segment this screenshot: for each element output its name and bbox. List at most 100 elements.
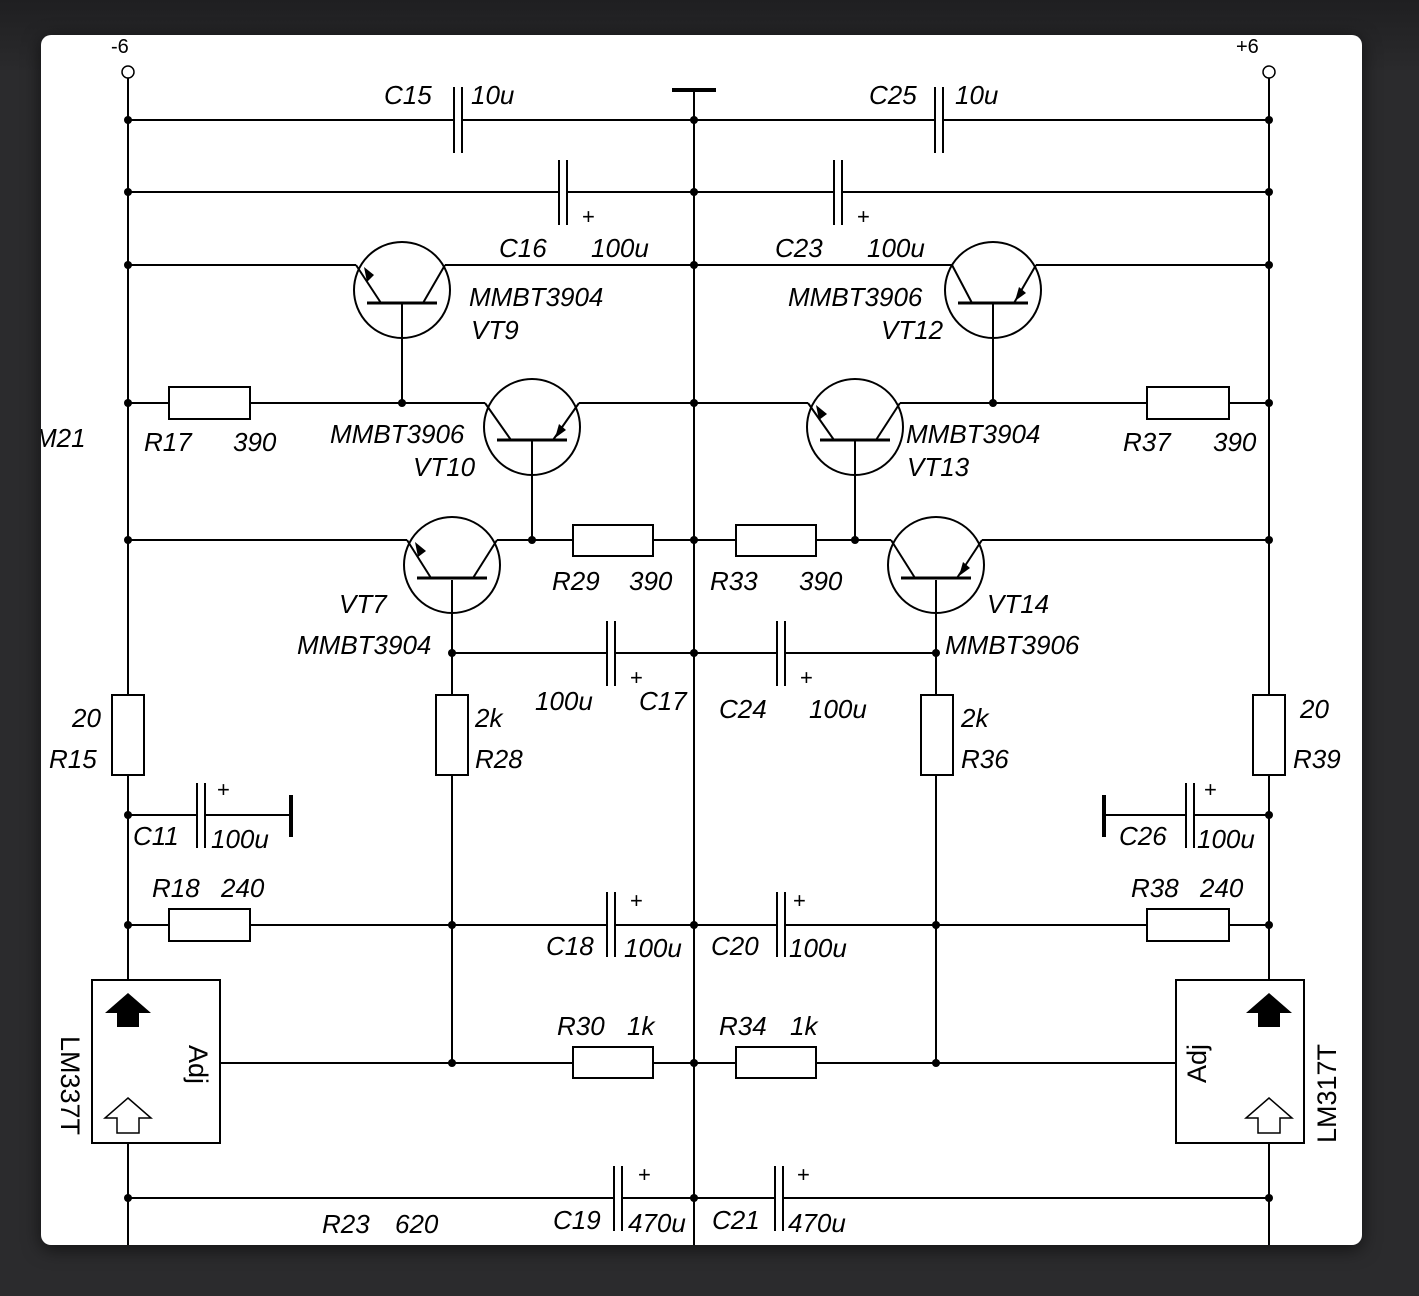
- transistor-vt9: MMBT3904 VT9: [353, 241, 603, 345]
- capacitor-c18: + C18 100u: [546, 888, 682, 963]
- label-components-c11-value: 100u: [211, 824, 269, 854]
- label-components-vt7-ref: VT7: [339, 589, 388, 619]
- capacitor-c26: + C26 100u: [1119, 777, 1255, 854]
- junction-dot: [690, 921, 698, 929]
- label-components-vt14-ref: VT14: [987, 589, 1049, 619]
- junction-dot: [989, 399, 997, 407]
- label-components-c26-value: 100u: [1197, 824, 1255, 854]
- label-components-c23-value: 100u: [867, 233, 925, 263]
- regulator-lm317t: Adj LM317T: [1175, 979, 1342, 1144]
- junction-dot: [1265, 811, 1273, 819]
- resistor-r37: R37 390: [1123, 386, 1257, 457]
- label-components-r15-value: 20: [71, 703, 101, 733]
- capacitor-c16: + C16 100u: [499, 160, 649, 263]
- transistor-vt13: MMBT3904 VT13: [806, 378, 1040, 482]
- junction-dot: [690, 1194, 698, 1202]
- resistor-r28: 2k R28: [435, 694, 523, 776]
- schematic-sheet: -6 +6 M21 C15 10u C25 10u + C16 100u + C…: [41, 35, 1362, 1245]
- junction-dot: [124, 921, 132, 929]
- junction-dot: [690, 261, 698, 269]
- resistor-r36: 2k R36: [920, 694, 1009, 776]
- label-components-u_left-part: LM337T: [55, 1036, 85, 1135]
- label-components-c21-value: 470u: [788, 1208, 846, 1238]
- label-components-r36-ref: R36: [961, 744, 1009, 774]
- resistor-r23-value: 620: [395, 1209, 439, 1239]
- label-components-c16-value: 100u: [591, 233, 649, 263]
- resistor-r39: 20 R39: [1252, 694, 1341, 776]
- resistor-r17: R17 390: [144, 386, 277, 457]
- rail-pos-terminal: +6: [1236, 36, 1276, 79]
- resistor-r34: R34 1k: [719, 1011, 819, 1079]
- label-components-r29-value: 390: [629, 566, 673, 596]
- label-components-r33-value: 390: [799, 566, 843, 596]
- junction-dot: [1265, 1194, 1273, 1202]
- label-components-vt13-part: MMBT3904: [906, 419, 1040, 449]
- label-components-vt9-part: MMBT3904: [469, 282, 603, 312]
- capacitor-c17: + 100u C17: [535, 621, 688, 716]
- transistor-vt7: VT7 MMBT3904: [297, 516, 501, 660]
- junction-dot: [932, 921, 940, 929]
- label-components-c16-ref: C16: [499, 233, 547, 263]
- label-components-c17-ref: C17: [639, 686, 688, 716]
- label-components-r28-value: 2k: [474, 703, 504, 733]
- label-components-r39-value: 20: [1299, 694, 1329, 724]
- resistor-r29: R29 390: [552, 524, 673, 596]
- label-components-c26-ref: C26: [1119, 821, 1167, 851]
- label-polarity_mark: +: [217, 777, 230, 802]
- junction-dot: [932, 1059, 940, 1067]
- label-components-r38-ref: R38: [1131, 873, 1179, 903]
- label-components-c19-value: 470u: [628, 1208, 686, 1238]
- junction-dot: [1265, 188, 1273, 196]
- label-components-r33-ref: R33: [710, 566, 758, 596]
- wires: [127, 77, 1270, 1245]
- label-polarity_mark: +: [1204, 777, 1217, 802]
- label-components-r17-ref: R17: [144, 427, 193, 457]
- junction-dot: [690, 536, 698, 544]
- capacitor-c15: C15 10u: [384, 80, 514, 153]
- label-components-c18-value: 100u: [624, 933, 682, 963]
- rail-pos-label: +6: [1236, 36, 1259, 58]
- label-components-vt7-part: MMBT3904: [297, 630, 431, 660]
- label-components-vt9-ref: VT9: [471, 315, 519, 345]
- junction-dot: [690, 116, 698, 124]
- label-components-r34-value: 1k: [790, 1011, 819, 1041]
- label-components-r38-value: 240: [1199, 873, 1244, 903]
- label-components-c17-value: 100u: [535, 686, 593, 716]
- transistor-vt14: VT14 MMBT3906: [887, 516, 1080, 660]
- label-components-c15-value: 10u: [471, 80, 514, 110]
- junction-dot: [851, 536, 859, 544]
- label-polarity_mark: +: [793, 888, 806, 913]
- capacitor-c21: + C21 470u: [712, 1162, 846, 1238]
- label-components-r18-value: 240: [220, 873, 265, 903]
- junction-dot: [124, 811, 132, 819]
- junction-dot: [448, 649, 456, 657]
- junction-dot: [932, 649, 940, 657]
- junction-dot: [1265, 116, 1273, 124]
- label-components-r30-value: 1k: [627, 1011, 656, 1041]
- resistor-r38: R38 240: [1131, 873, 1244, 942]
- label-components-c25-ref: C25: [869, 80, 917, 110]
- label-components-vt10-ref: VT10: [413, 452, 476, 482]
- label-components-c20-value: 100u: [789, 933, 847, 963]
- schematic-diagram: -6 +6 M21 C15 10u C25 10u + C16 100u + C…: [41, 36, 1342, 1245]
- label-components-u_left-pin: Adj: [183, 1045, 213, 1084]
- capacitor-c25: C25 10u: [869, 80, 998, 153]
- label-components-u_right-part: LM317T: [1312, 1044, 1342, 1143]
- label-components-c15-ref: C15: [384, 80, 432, 110]
- junction-dot: [124, 399, 132, 407]
- label-polarity_mark: +: [630, 888, 643, 913]
- capacitor-c11: + C11 100u: [133, 777, 269, 854]
- label-components-c11-ref: C11: [133, 821, 179, 851]
- capacitor-c23: + C23 100u: [775, 160, 925, 263]
- transistor-vt12: MMBT3906 VT12: [788, 241, 1042, 345]
- capacitor-c20: + C20 100u: [711, 888, 847, 963]
- junction-dot: [690, 188, 698, 196]
- resistor-r18: R18 240: [152, 873, 265, 942]
- label-polarity_mark: +: [638, 1162, 651, 1187]
- capacitor-c24: + C24 100u: [719, 621, 867, 724]
- label-components-c19-ref: C19: [553, 1205, 601, 1235]
- label-components-r15-ref: R15: [49, 744, 97, 774]
- transistor-vt10: MMBT3906 VT10: [330, 378, 581, 482]
- label-components-r36-value: 2k: [960, 703, 990, 733]
- junction-dot: [1265, 399, 1273, 407]
